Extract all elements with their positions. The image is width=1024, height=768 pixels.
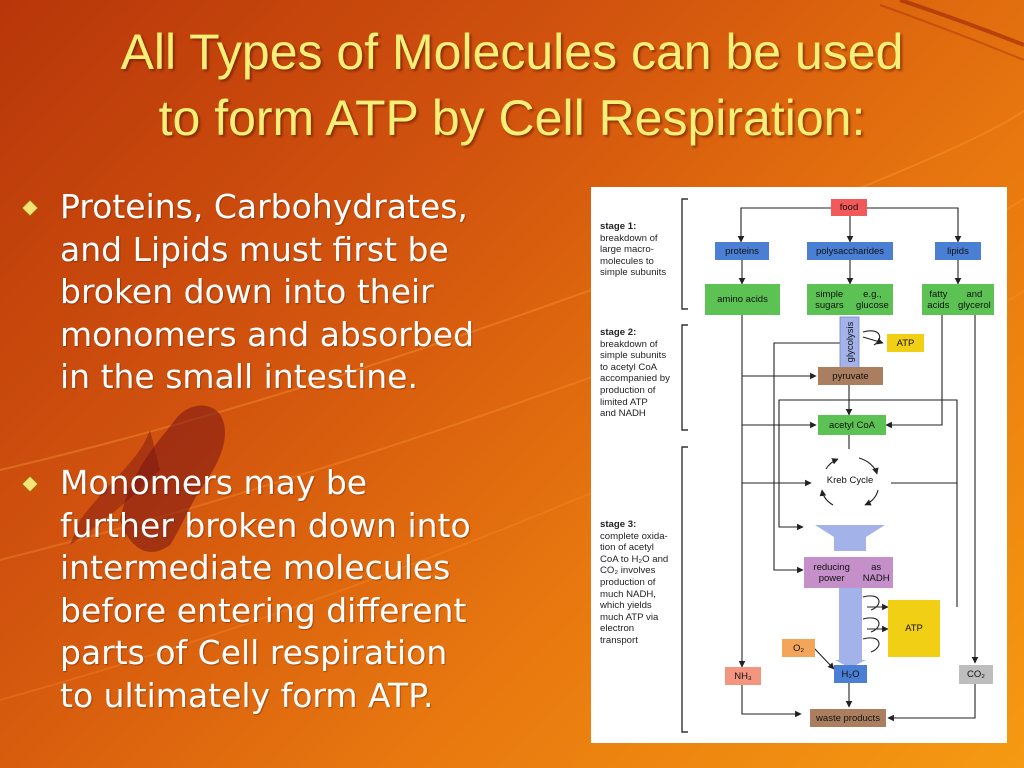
stage-heading: stage 1:: [600, 221, 637, 232]
box-line: and glycerol: [958, 288, 991, 311]
stage-2-description: stage 2: breakdown of simple subunits to…: [600, 327, 670, 420]
diamond-bullet-icon: [22, 200, 38, 216]
box-line: simple sugars: [815, 288, 844, 311]
box-line: fatty acids: [927, 288, 950, 311]
stage-line: complete oxida-: [600, 530, 668, 542]
proteins-box: proteins: [715, 242, 769, 260]
slide-title-line-1: All Types of Molecules can be used: [120, 24, 904, 80]
stage-line: production of: [600, 384, 656, 396]
stage-line: to acetyl CoA: [600, 361, 658, 373]
bullet-1-text: Proteins, Carbohydrates, and Lipids must…: [60, 186, 580, 399]
bullet-line: to ultimately form ATP.: [60, 675, 434, 715]
bullet-line: Monomers may be: [60, 463, 368, 502]
stage-line: and NADH: [600, 408, 646, 420]
lipids-box: lipids: [935, 242, 981, 260]
pyruvate-box: pyruvate: [818, 367, 883, 385]
bullet-line: monomers and absorbed: [60, 314, 475, 354]
polysaccharides-box: polysaccharides: [807, 242, 893, 260]
food-box: food: [831, 199, 867, 216]
bullet-line: intermediate molecules: [60, 548, 451, 587]
stage-heading: stage 2:: [600, 327, 637, 338]
stage-line: transport: [600, 634, 638, 646]
stage-line: much ATP via: [600, 611, 659, 623]
stage-line: molecules to: [600, 255, 654, 267]
o2-box: O₂: [782, 639, 815, 657]
krebs-cycle-label: Kreb Cycle: [826, 475, 874, 486]
stage-line: tion of acetyl: [600, 542, 654, 554]
glycolysis-label: glycolysis: [844, 321, 856, 363]
stage-line: limited ATP: [600, 396, 648, 408]
respiration-diagram: stage 1: breakdown of large macro- molec…: [591, 187, 1007, 743]
box-line: e.g., glucose: [856, 288, 889, 311]
stage-line: CoA to H₂O and: [600, 553, 669, 565]
reducing-power-box: reducing power as NADH: [804, 557, 893, 588]
slide-title-line-2: to form ATP by Cell Respiration:: [158, 90, 866, 146]
bullet-2-text: Monomers may be further broken down into…: [60, 462, 580, 717]
stage-line: production of: [600, 576, 656, 588]
waste-products-box: waste products: [810, 709, 886, 727]
stage-heading: stage 3:: [600, 519, 637, 530]
bullet-line: broken down into their: [60, 272, 434, 311]
box-line: as NADH: [862, 561, 890, 584]
stage-line: accompanied by: [600, 373, 670, 385]
amino-acids-box: amino acids: [705, 284, 780, 315]
runner-silhouette: [120, 405, 225, 552]
bullet-line: parts of Cell respiration: [60, 633, 448, 672]
stage-3-description: stage 3: complete oxida- tion of acetyl …: [600, 519, 668, 647]
h2o-box: H₂O: [834, 665, 867, 683]
co2-box: CO₂: [959, 665, 993, 684]
atp-small-box: ATP: [887, 334, 924, 352]
bullet-line: and Lipids must first be: [60, 229, 449, 269]
fatty-acids-box: fatty acids and glycerol: [922, 284, 994, 315]
stage-line: simple subunits: [600, 267, 667, 279]
stage-line: large macro-: [600, 244, 654, 256]
box-line: reducing power: [813, 561, 850, 584]
stage-line: CO₂ involves: [600, 565, 656, 577]
acetyl-coa-box: acetyl CoA: [818, 415, 886, 435]
stage-line: simple subunits: [600, 350, 667, 362]
stage-line: breakdown of: [600, 338, 658, 350]
stage-1-description: stage 1: breakdown of large macro- molec…: [600, 221, 666, 279]
bullet-line: Proteins, Carbohydrates,: [60, 187, 468, 226]
nh3-box: NH₃: [725, 667, 761, 685]
bullet-line: further broken down into: [60, 505, 471, 545]
stage-line: breakdown of: [600, 232, 658, 244]
bullet-line: before entering different: [60, 590, 467, 630]
diamond-bullet-icon: [22, 476, 38, 492]
stage-line: electron: [600, 623, 635, 635]
simple-sugars-box: simple sugars e.g., glucose: [807, 284, 893, 315]
stage-line: much NADH,: [600, 588, 656, 600]
atp-large-box: ATP: [888, 600, 940, 657]
bullet-line: in the small intestine.: [60, 357, 418, 396]
stage-line: which yields: [600, 600, 652, 612]
